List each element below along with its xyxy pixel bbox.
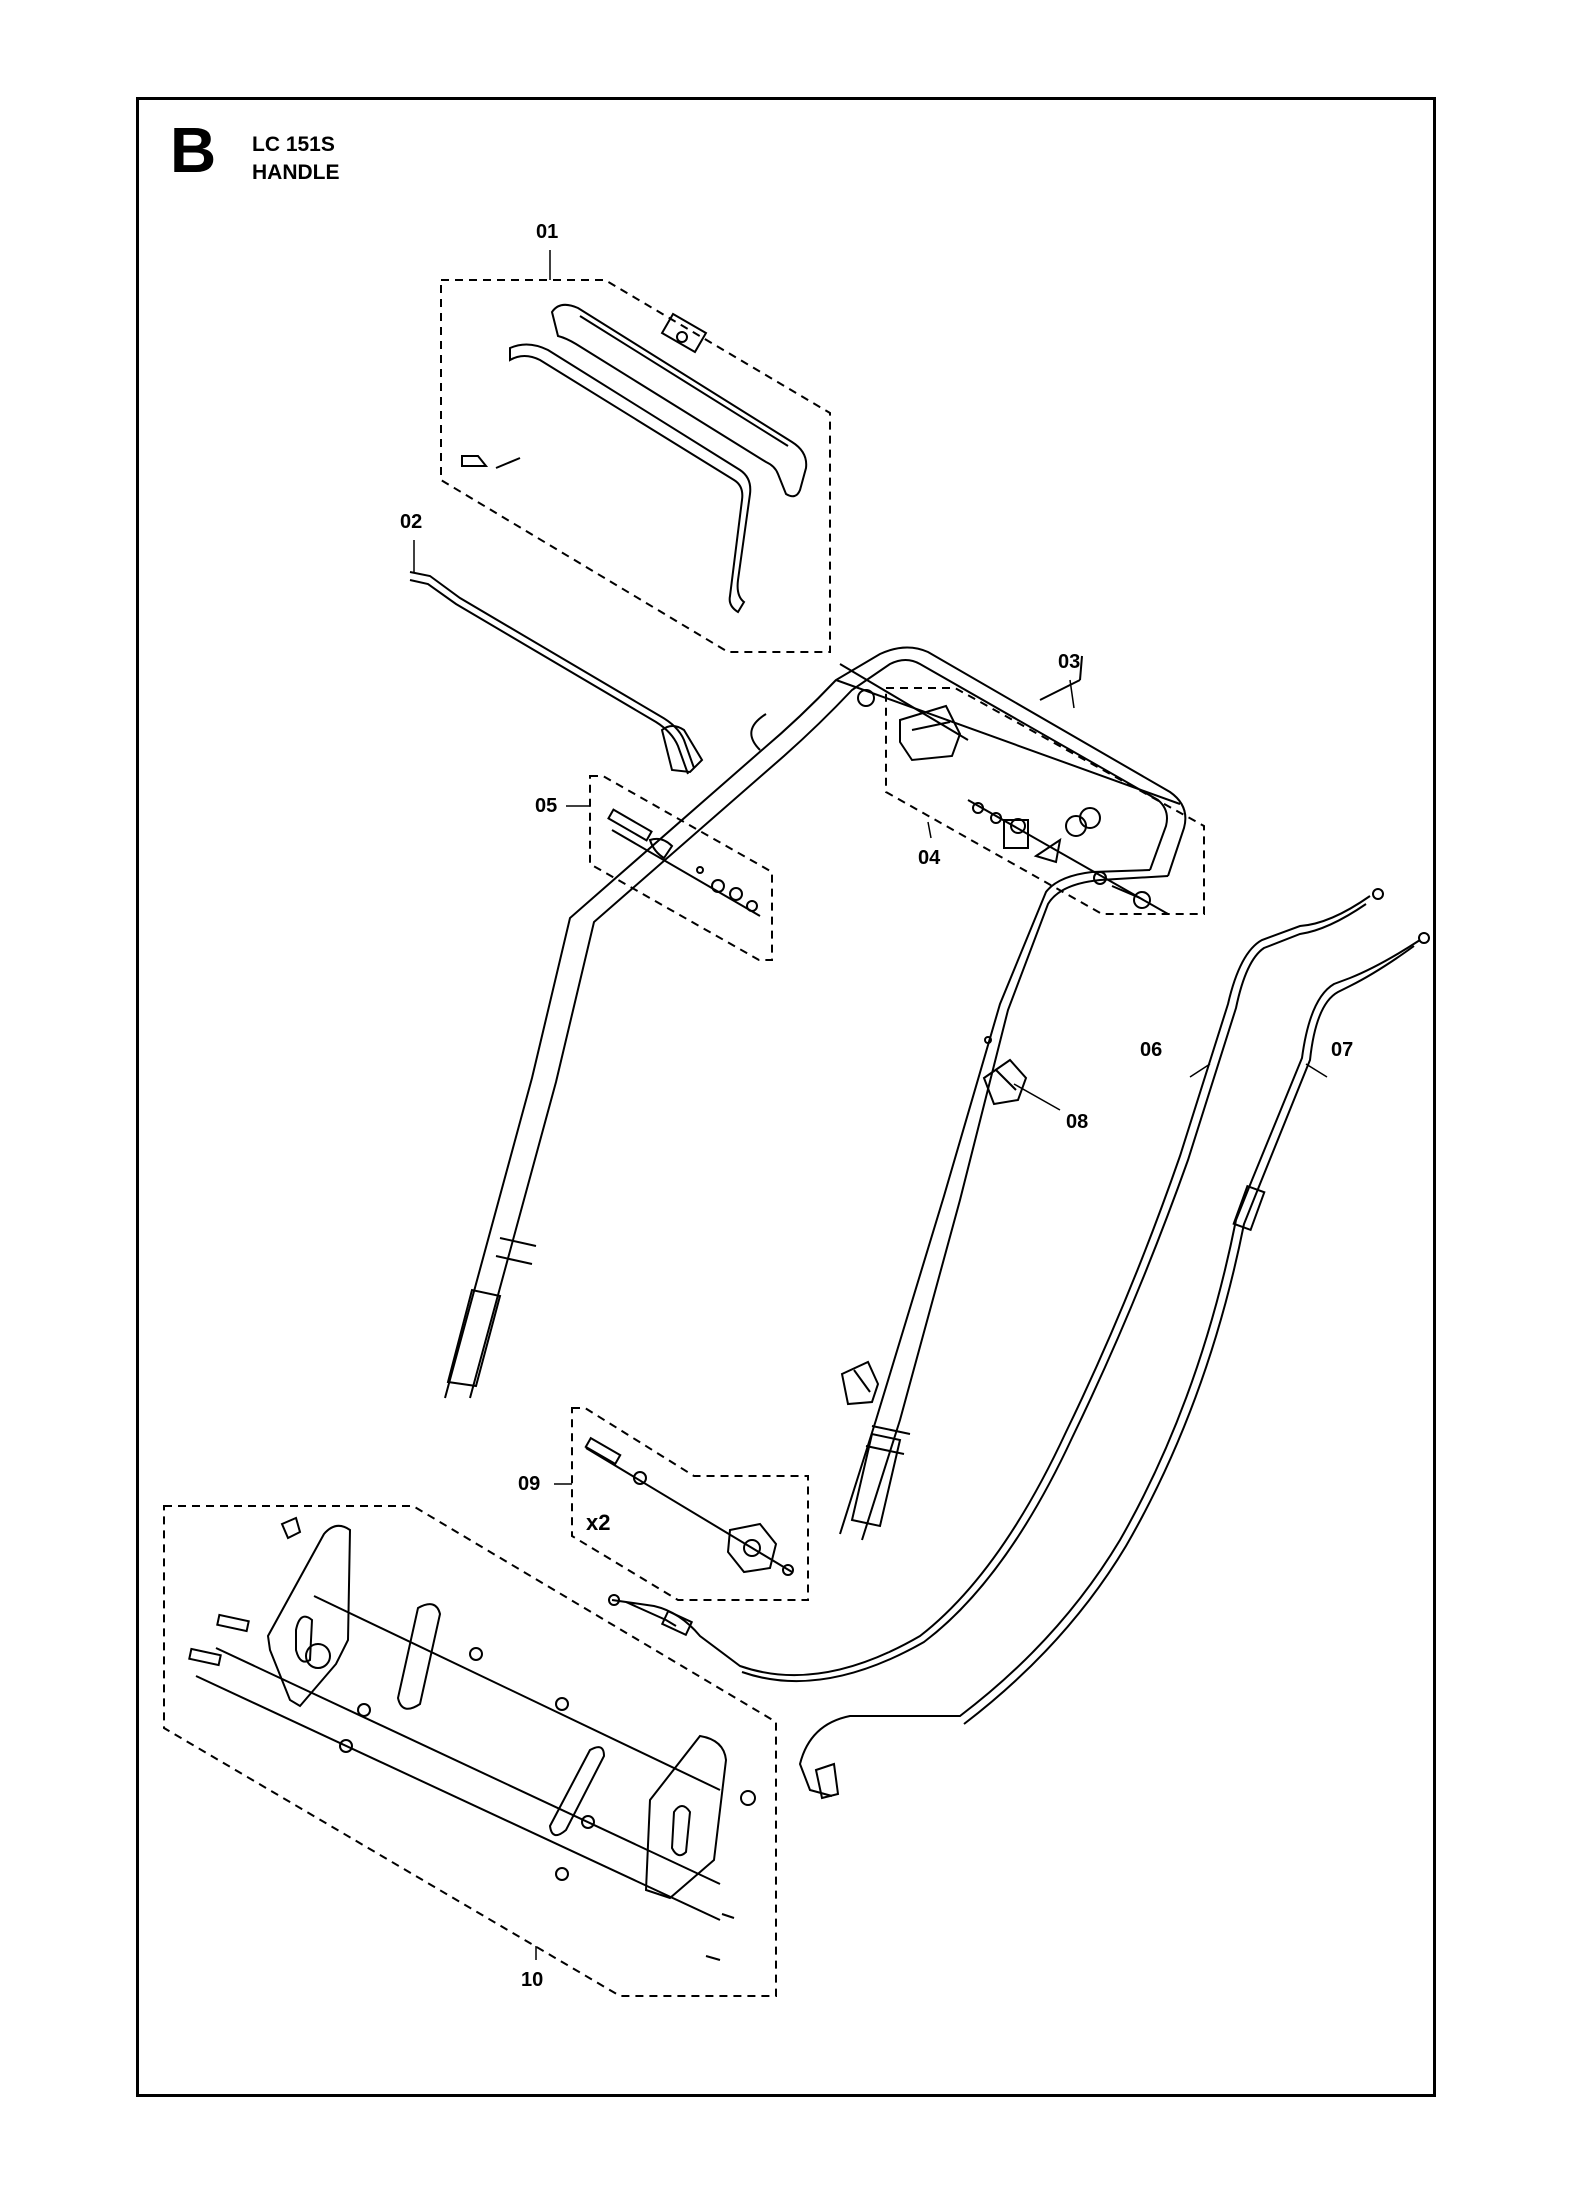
part-03-handle (444, 646, 1187, 1541)
page-border (136, 97, 1436, 2097)
section-letter: B (170, 114, 217, 186)
part-07-cable (798, 932, 1430, 1800)
part-06-cable (608, 888, 1384, 1683)
group-10-dashed-box (163, 1505, 777, 1997)
group-04-dashed-box (885, 687, 1205, 915)
part-10-adjust-plates (188, 1516, 756, 1961)
part-02-rod (409, 571, 704, 775)
callout-02: 02 (400, 511, 423, 533)
group-09-dashed-box (571, 1407, 809, 1601)
callout-05: 05 (535, 795, 558, 817)
callout-09: 09 (518, 1473, 541, 1495)
callout-08: 08 (1066, 1111, 1089, 1133)
callout-06: 06 (1140, 1039, 1163, 1061)
part-04-clamp-hardware (839, 663, 1169, 915)
callout-01: 01 (536, 221, 559, 243)
callout-10: 10 (521, 1969, 544, 1991)
callout-07: 07 (1331, 1039, 1354, 1061)
group-01-dashed-box (440, 279, 831, 653)
group-05-dashed-box (589, 775, 773, 961)
callout-04: 04 (918, 847, 941, 869)
part-09-knob-kit (584, 1436, 794, 1576)
part-01-grip-bar (461, 303, 808, 614)
part-05-bolt-kit (607, 808, 761, 917)
model-name: LC 151S (252, 133, 335, 156)
callout-leaders (413, 250, 1328, 1960)
quantity-note: x2 (586, 1510, 611, 1535)
diagram-title: HANDLE (252, 161, 340, 184)
callout-03: 03 (1058, 651, 1081, 673)
